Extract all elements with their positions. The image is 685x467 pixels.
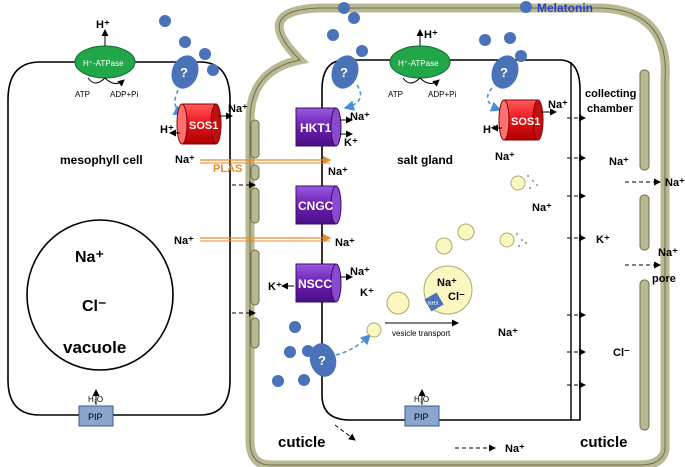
svg-text:Na⁺: Na⁺ xyxy=(437,277,457,289)
salt-gland-label: salt gland xyxy=(397,153,453,167)
svg-text:SOS1: SOS1 xyxy=(511,116,540,128)
outlet-na-label: Na⁺ xyxy=(665,177,685,189)
cuticle-left-label: cuticle xyxy=(278,434,326,451)
gland-na-2: Na⁺ xyxy=(532,202,552,214)
h-atpase-right: H⁺-ATPase H⁺ ATP ADP+Pi xyxy=(388,29,456,99)
plas-na-right-2: Na⁺ xyxy=(335,237,355,249)
cell-wall-segments-left xyxy=(250,119,260,349)
svg-text:ATP: ATP xyxy=(75,90,90,99)
mesophyll-cell-membrane xyxy=(7,61,231,416)
vesicle-transport-label: vesicle transport xyxy=(392,329,451,338)
collecting-label-2: chamber xyxy=(587,103,634,115)
unknown-receptor-middle: ? xyxy=(331,55,362,111)
vesicle-release-dots xyxy=(515,174,539,248)
svg-text:?: ? xyxy=(340,65,348,80)
vesicles xyxy=(366,175,526,338)
svg-text:K⁺: K⁺ xyxy=(268,281,282,293)
svg-text:NSCC: NSCC xyxy=(298,277,332,291)
vacuole-cl-label: Cl⁻ xyxy=(82,298,106,315)
pip-left: PIP H₂O xyxy=(78,389,114,427)
vacuole-na-label: Na⁺ xyxy=(75,249,104,266)
mesophyll-cell-label: mesophyll cell xyxy=(60,153,143,167)
plas-na-left-2: Na⁺ xyxy=(174,235,194,247)
sos1-left: SOS1 Na⁺ H⁺ xyxy=(160,103,248,145)
svg-text:PLAS: PLAS xyxy=(213,163,242,175)
svg-text:ADP+Pi: ADP+Pi xyxy=(428,90,456,99)
svg-text:CNGC: CNGC xyxy=(298,199,334,213)
svg-text:ATP: ATP xyxy=(388,90,403,99)
svg-text:PIP: PIP xyxy=(414,412,429,422)
hkt1-channel: HKT1 Na⁺ K⁺ xyxy=(295,107,370,149)
svg-text:Na⁺: Na⁺ xyxy=(350,266,370,278)
melatonin-molecules xyxy=(159,2,527,387)
svg-text:Na⁺: Na⁺ xyxy=(350,111,370,123)
svg-text:SOS1: SOS1 xyxy=(189,120,218,132)
svg-text:HKT1: HKT1 xyxy=(300,121,332,135)
h-atpase-left: H⁺-ATPase H⁺ ATP ADP+Pi xyxy=(74,19,138,99)
cell-wall-segments-right xyxy=(639,69,650,431)
chamber-k: K⁺ xyxy=(596,234,610,246)
svg-text:PIP: PIP xyxy=(88,412,103,422)
svg-text:H⁺-ATPase: H⁺-ATPase xyxy=(398,59,439,68)
nhx-vesicle: Na⁺ Cl⁻ NHX xyxy=(423,265,473,315)
chamber-na: Na⁺ xyxy=(609,156,629,168)
vacuole-label: vacuole xyxy=(63,338,126,357)
pore-label: pore xyxy=(652,273,676,285)
svg-text:H⁺: H⁺ xyxy=(424,29,438,41)
pore-na-label: Na⁺ xyxy=(658,247,678,259)
melatonin-legend-label: Melatonin xyxy=(537,1,593,15)
plas-arrows: PLAS xyxy=(200,155,332,243)
gland-na-1: Na⁺ xyxy=(495,151,515,163)
salt-gland-membrane xyxy=(321,59,581,421)
collecting-label-1: collecting xyxy=(585,88,636,100)
melatonin-legend-dot xyxy=(520,1,532,13)
pip-right: PIP H₂O xyxy=(404,389,440,427)
plas-na-right-1: Na⁺ xyxy=(328,166,348,178)
svg-text:H⁺: H⁺ xyxy=(160,124,174,136)
cngc-channel: CNGC xyxy=(295,185,342,225)
plas-na-left-1: Na⁺ xyxy=(175,154,195,166)
chamber-cl: Cl⁻ xyxy=(613,347,630,359)
svg-text:?: ? xyxy=(180,65,188,80)
gland-na-3: Na⁺ xyxy=(498,327,518,339)
svg-text:H⁺: H⁺ xyxy=(483,124,497,136)
vacuole xyxy=(26,219,174,371)
svg-text:H⁺-ATPase: H⁺-ATPase xyxy=(83,59,124,68)
svg-text:Cl⁻: Cl⁻ xyxy=(448,291,465,303)
apoplastic-dashed-arrows xyxy=(232,114,661,452)
svg-text:K⁺: K⁺ xyxy=(360,287,374,299)
svg-text:K⁺: K⁺ xyxy=(344,137,358,149)
svg-text:NHX: NHX xyxy=(428,301,439,307)
svg-text:H₂O: H₂O xyxy=(414,395,429,404)
svg-text:?: ? xyxy=(318,353,326,368)
bottom-na-label: Na⁺ xyxy=(505,443,525,455)
cuticle-right-label: cuticle xyxy=(580,434,628,451)
svg-text:H⁺: H⁺ xyxy=(96,19,110,31)
sos1-right: SOS1 Na⁺ H⁺ xyxy=(483,99,568,141)
unknown-receptor-left: ? xyxy=(171,55,199,115)
nscc-channel: NSCC Na⁺ K⁺ K⁺ xyxy=(268,263,374,303)
svg-text:Na⁺: Na⁺ xyxy=(548,99,568,111)
svg-text:H₂O: H₂O xyxy=(88,395,103,404)
svg-text:Na⁺: Na⁺ xyxy=(228,103,248,115)
svg-text:ADP+Pi: ADP+Pi xyxy=(110,90,138,99)
unknown-receptor-bottom: ? xyxy=(309,333,372,377)
unknown-receptor-right: ? xyxy=(486,55,519,112)
svg-text:?: ? xyxy=(500,65,508,80)
